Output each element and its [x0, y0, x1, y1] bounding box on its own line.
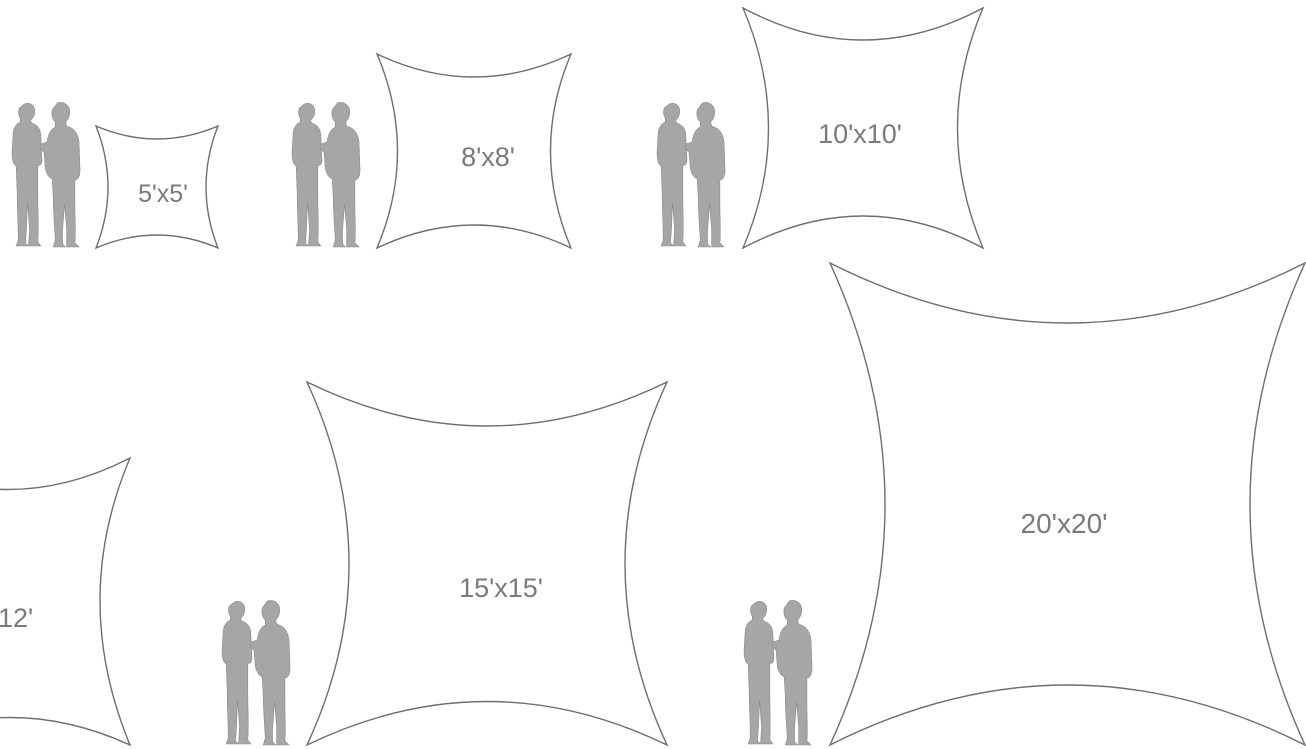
people-silhouette-icon: [292, 102, 360, 247]
screen-group-20x20: 20'x20': [744, 263, 1305, 745]
people-silhouette-icon: [744, 600, 812, 745]
screen-outline-12x12: [0, 458, 130, 745]
screen-outline-20x20: [830, 263, 1305, 745]
people-silhouette-icon: [12, 102, 80, 247]
screen-group-12x12: 12': [0, 458, 130, 745]
screen-group-5x5: 5'x5': [12, 102, 218, 248]
screen-group-10x10: 10'x10': [657, 8, 983, 248]
screen-label-12x12: 12': [0, 603, 33, 633]
screen-label-5x5: 5'x5': [138, 180, 188, 208]
screen-outline-15x15: [307, 382, 667, 745]
people-silhouette-icon: [222, 600, 290, 745]
screen-label-10x10: 10'x10': [818, 119, 902, 149]
people-silhouette-icon: [657, 102, 725, 247]
screen-label-15x15: 15'x15': [459, 573, 543, 603]
screen-group-8x8: 8'x8': [292, 54, 571, 248]
screen-label-8x8: 8'x8': [461, 142, 515, 172]
screen-group-15x15: 15'x15': [222, 382, 667, 745]
screen-label-20x20: 20'x20': [1021, 508, 1108, 539]
